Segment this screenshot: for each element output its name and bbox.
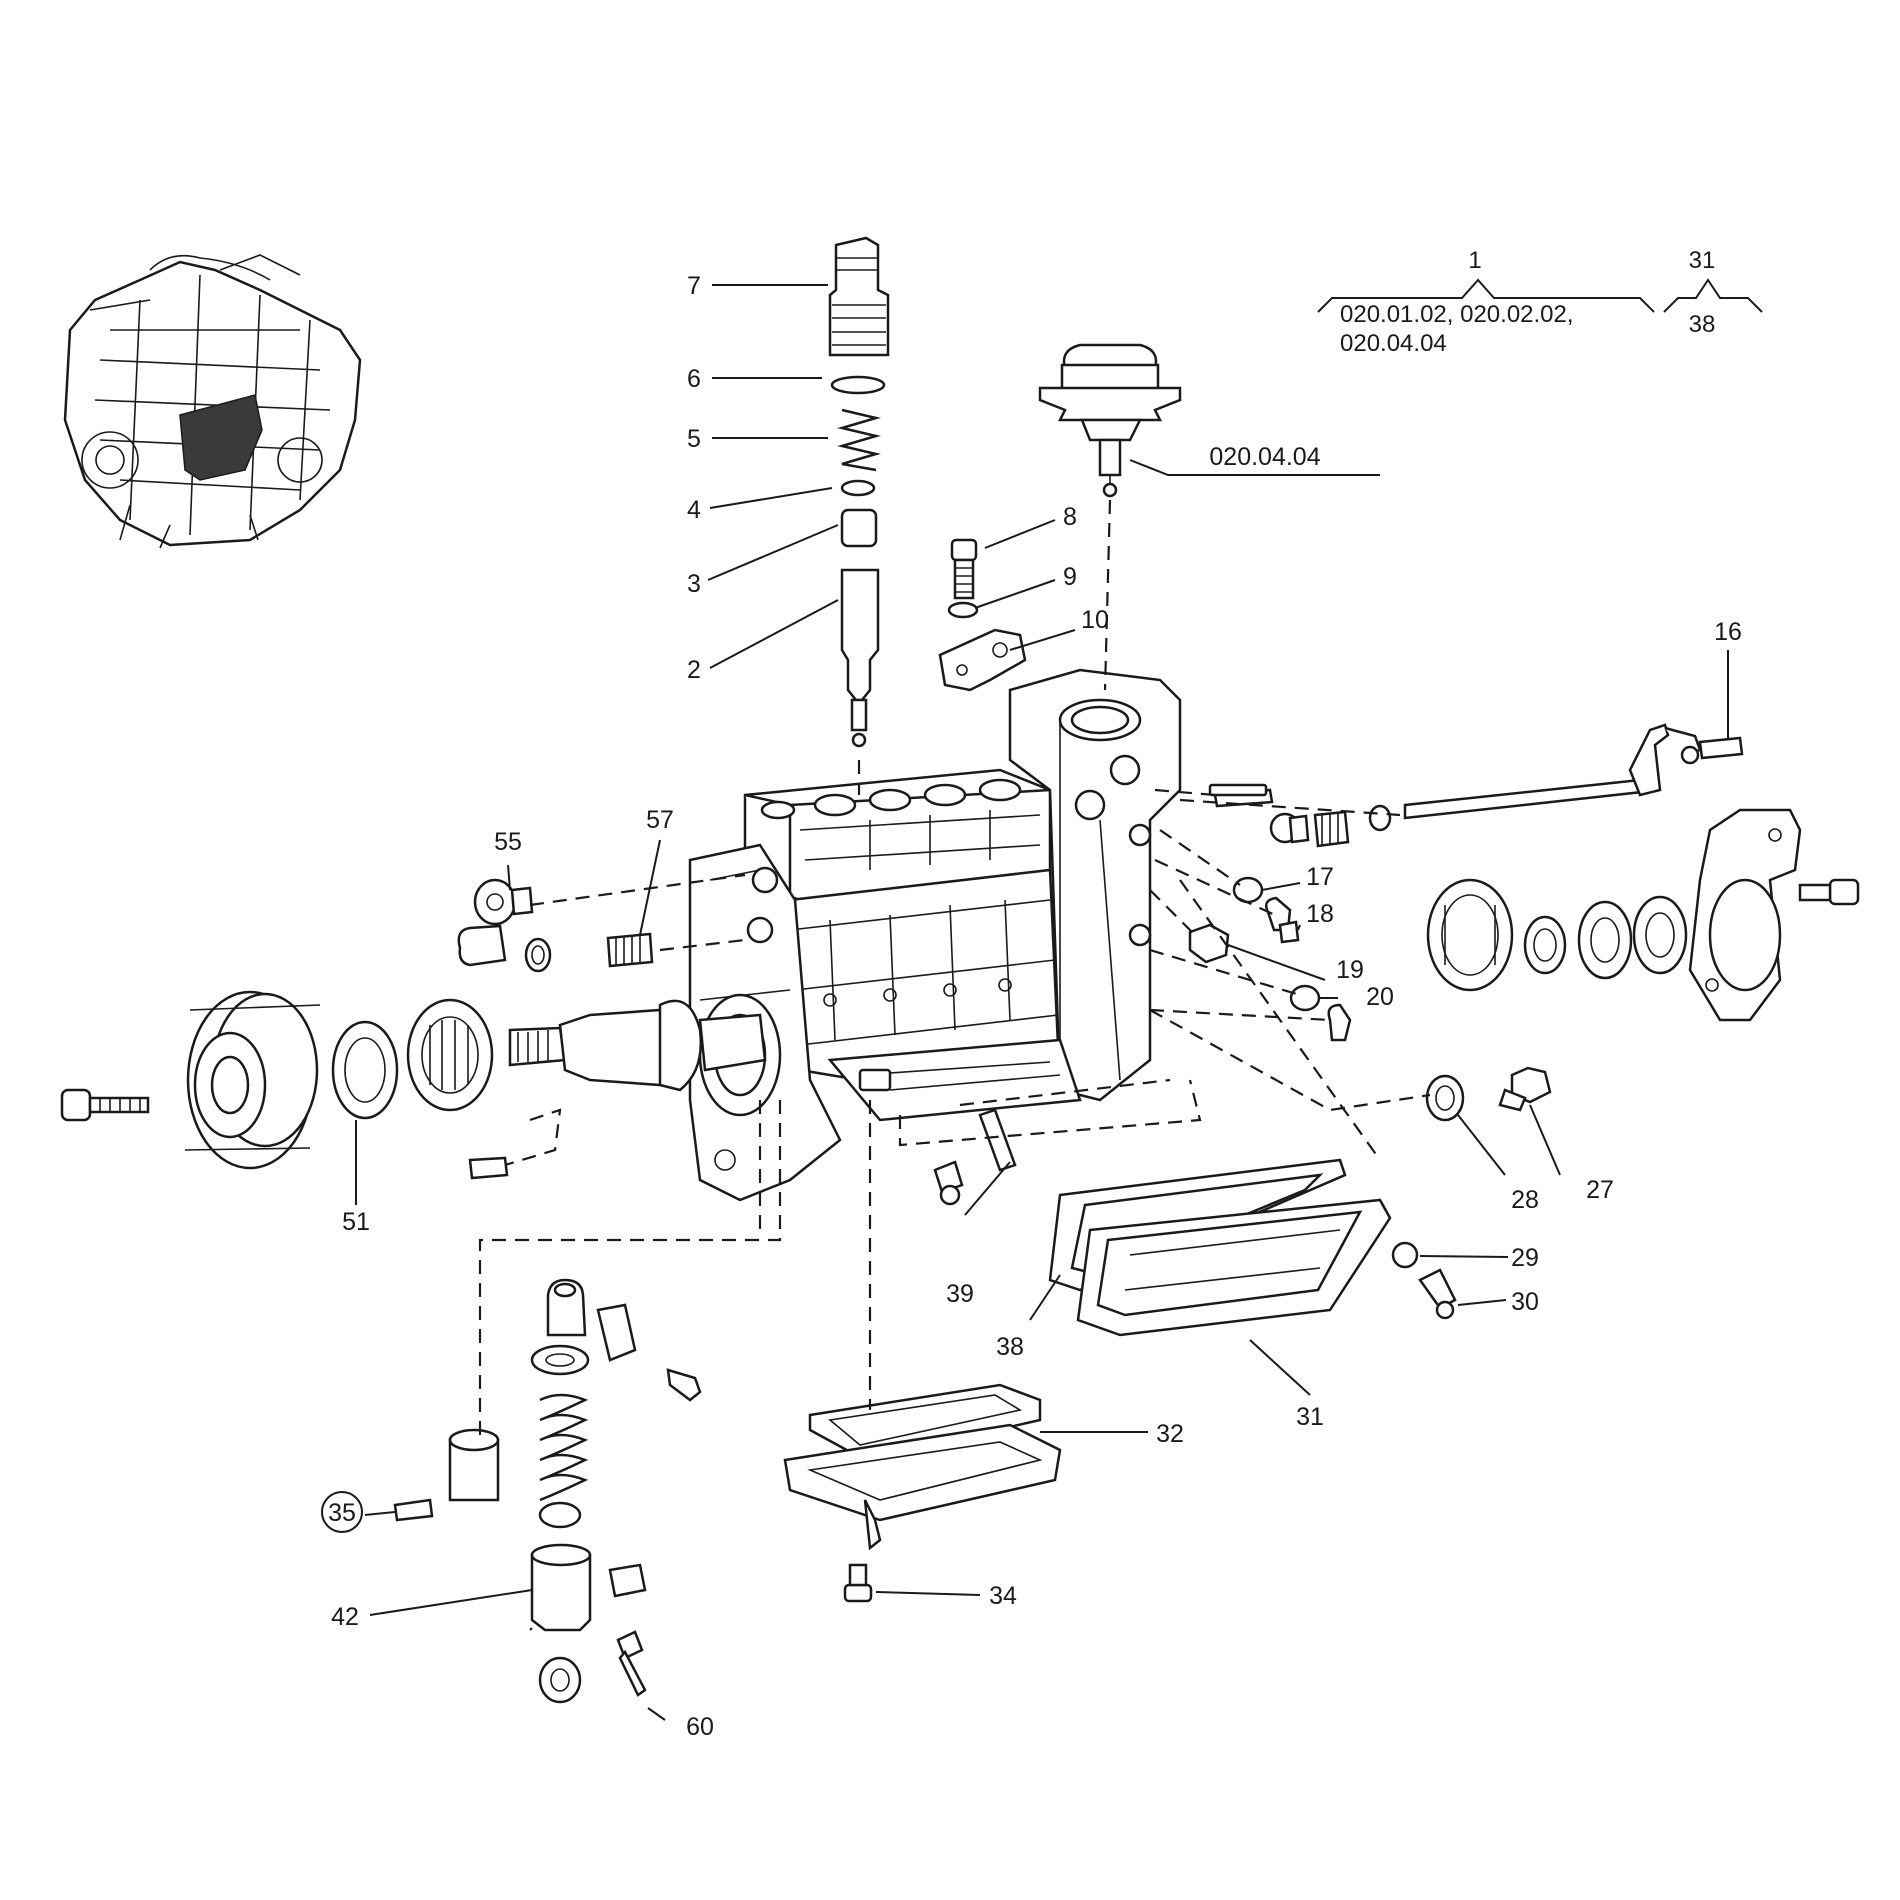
washer-17 — [1232, 876, 1264, 904]
group-right-top: 31 — [1689, 247, 1716, 274]
callout-42: 42 — [331, 1603, 359, 1631]
callout-34: 34 — [989, 1582, 1017, 1610]
callout-6: 6 — [687, 365, 701, 393]
bracket-10 — [938, 628, 1027, 692]
screw-34-head — [843, 1583, 873, 1603]
rod-end-16 — [1698, 736, 1744, 760]
callout-5: 5 — [687, 425, 701, 453]
pump-housing — [688, 668, 1182, 1202]
callout-31: 31 — [1296, 1403, 1324, 1431]
tappet-spring — [539, 1393, 589, 1502]
callout-ref-020-04-04: 020.04.04 — [1209, 443, 1320, 471]
callout-7: 7 — [687, 272, 701, 300]
left-fittings — [457, 878, 654, 973]
callout-17: 17 — [1306, 863, 1334, 891]
callout-8: 8 — [1063, 503, 1077, 531]
gasket-32 — [808, 1383, 1042, 1462]
callout-19: 19 — [1336, 956, 1364, 984]
group-codes-line1: 020.01.02, 020.02.02, — [1340, 301, 1574, 328]
callout-4: 4 — [687, 496, 701, 524]
washer-29 — [1391, 1241, 1419, 1269]
callout-10: 10 — [1081, 606, 1109, 634]
callout-29: 29 — [1511, 1244, 1539, 1272]
sealing-ring — [830, 375, 886, 395]
coupling-and-bearings — [60, 990, 509, 1180]
screw-8-head — [950, 538, 978, 562]
callout-28: 28 — [1511, 1186, 1539, 1214]
callout-38: 38 — [996, 1333, 1024, 1361]
roller — [538, 1656, 582, 1704]
filler-piece — [840, 479, 876, 497]
rear-bearing-group — [1426, 808, 1860, 1022]
callout-35: 35 — [328, 1499, 356, 1527]
washer-20 — [1289, 984, 1321, 1012]
leader-lines — [355, 284, 1729, 1721]
valve-spring — [837, 408, 881, 472]
screw-30 — [1418, 1268, 1457, 1310]
boost-compensator-unit — [1038, 343, 1182, 498]
washer-9 — [947, 601, 979, 619]
callout-9: 9 — [1063, 563, 1077, 591]
assembly-dashed-lines — [478, 499, 1431, 1440]
group-bracket-1 — [1317, 278, 1655, 313]
callout-35-circle — [321, 1491, 363, 1533]
bracket-fixing-parts — [938, 538, 1027, 692]
callout-27: 27 — [1586, 1176, 1614, 1204]
key-pin — [468, 1156, 509, 1180]
washer-28 — [1425, 1074, 1465, 1122]
screw-8-shank — [953, 558, 975, 600]
group-right-bottom: 38 — [1689, 311, 1716, 338]
oil-seal — [331, 1020, 399, 1120]
callout-55: 55 — [494, 828, 522, 856]
screw-60 — [616, 1630, 644, 1660]
group-reference-header: 1 020.01.02, 020.02.02, 020.04.04 31 38 — [1317, 247, 1763, 357]
injection-pump-highlight — [179, 394, 263, 481]
callout-3: 3 — [687, 570, 701, 598]
callout-32: 32 — [1156, 1420, 1184, 1448]
group-top-label: 1 — [1468, 247, 1481, 274]
control-rod — [1403, 778, 1644, 820]
roller-bearing — [406, 998, 494, 1112]
part-57 — [606, 932, 654, 968]
group-bracket-31 — [1663, 278, 1763, 313]
roller-tappet-assembly — [393, 1278, 702, 1704]
group-codes-line2: 020.04.04 — [1340, 330, 1447, 357]
engine-location-thumbnail — [63, 254, 362, 549]
misc-small-parts — [933, 783, 1268, 1206]
bottom-cover — [783, 1423, 1062, 1522]
callout-39: 39 — [946, 1280, 974, 1308]
callout-16: 16 — [1714, 618, 1742, 646]
plunger-barrel — [840, 568, 880, 702]
camshaft — [508, 999, 767, 1092]
bottom-cover-group — [783, 1383, 1062, 1603]
callout-51: 51 — [342, 1208, 370, 1236]
delivery-valve — [840, 508, 878, 548]
plug-19 — [1188, 923, 1230, 964]
callout-2: 2 — [687, 656, 701, 684]
side-cover-group — [1048, 1158, 1457, 1337]
callout-57: 57 — [646, 806, 674, 834]
callout-20: 20 — [1366, 983, 1394, 1011]
delivery-valve-stack — [828, 236, 890, 748]
callout-30: 30 — [1511, 1288, 1539, 1316]
delivery-valve-holder — [828, 236, 890, 357]
callout-labels: 7 6 5 4 3 2 020.04.04 8 9 10 16 17 18 19… — [321, 272, 1742, 1741]
callout-60: 60 — [686, 1713, 714, 1741]
callout-18: 18 — [1306, 900, 1334, 928]
right-plug-parts — [1425, 1066, 1552, 1122]
coupling-screw-head — [60, 1088, 92, 1122]
